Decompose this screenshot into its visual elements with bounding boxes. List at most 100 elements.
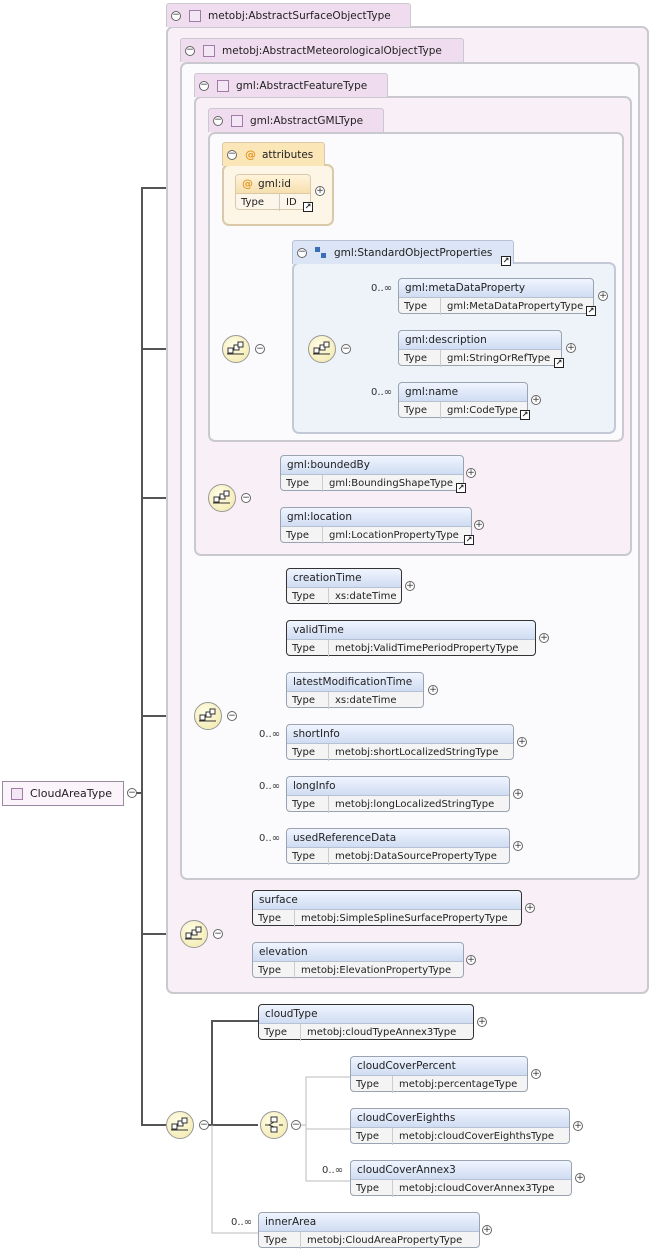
collapse-icon[interactable]: − (297, 247, 307, 258)
element-name: cloudCoverAnnex3 (351, 1161, 571, 1180)
collapse-icon[interactable]: − (171, 10, 181, 21)
collapse-icon[interactable]: − (227, 711, 237, 721)
collapse-icon[interactable]: − (291, 1120, 301, 1130)
expand-icon[interactable]: + (566, 343, 576, 353)
sequence-compositor[interactable] (194, 702, 222, 730)
expand-icon[interactable]: + (513, 789, 523, 799)
tab-standard-object-properties[interactable]: − gml:StandardObjectProperties (292, 240, 514, 264)
cardinality-label: 0..∞ (322, 1165, 344, 1176)
sequence-compositor[interactable] (166, 1111, 194, 1139)
group-title: gml:AbstractFeatureType (236, 79, 368, 92)
expand-icon[interactable]: + (482, 1225, 492, 1235)
expand-icon[interactable]: + (405, 581, 415, 591)
type-link-icon[interactable]: ↗ (554, 358, 564, 368)
collapse-icon[interactable]: − (227, 149, 237, 160)
expand-icon[interactable]: + (525, 903, 535, 913)
collapse-icon[interactable]: − (185, 45, 195, 56)
expand-icon[interactable]: + (598, 291, 608, 301)
element-name: cloudType (259, 1005, 473, 1024)
type-link-icon[interactable]: ↗ (303, 202, 313, 212)
collapse-icon[interactable]: − (255, 344, 265, 354)
element-name: cloudCoverPercent (351, 1057, 527, 1076)
tab-abstract-feature[interactable]: − gml:AbstractFeatureType (194, 73, 388, 97)
type-label: Type (253, 910, 295, 927)
sequence-compositor[interactable] (208, 484, 236, 512)
type-label: Type (281, 527, 323, 544)
expand-icon[interactable]: + (517, 737, 527, 747)
expand-icon[interactable]: + (466, 955, 476, 965)
type-link-icon[interactable]: ↗ (520, 410, 530, 420)
expand-icon[interactable]: + (513, 841, 523, 851)
tab-abstract-meteorological-object[interactable]: −metobj:AbstractMeteorologicalObjectType (180, 38, 464, 62)
element-name: gml:name (399, 383, 527, 402)
element-name: gml:location (281, 508, 471, 527)
type-value: metobj:ValidTimePeriodPropertyType (335, 643, 519, 654)
type-value: metobj:DataSourcePropertyType (335, 851, 497, 862)
type-label: Type (351, 1128, 393, 1145)
type-link-icon[interactable]: ↗ (586, 306, 596, 316)
group-link-icon[interactable]: ↗ (501, 256, 511, 266)
expand-icon[interactable]: + (573, 1121, 583, 1131)
expand-icon[interactable]: + (531, 395, 541, 405)
sequence-compositor[interactable] (308, 335, 336, 363)
attribute-icon: @ (245, 148, 256, 161)
type-link-icon[interactable]: ↗ (464, 535, 474, 545)
collapse-icon[interactable]: − (241, 493, 251, 503)
element-name: longInfo (287, 777, 509, 796)
collapse-icon[interactable]: − (213, 115, 223, 126)
expand-icon[interactable]: + (531, 1069, 541, 1079)
choice-compositor[interactable] (260, 1111, 288, 1139)
collapse-icon[interactable]: − (199, 80, 209, 91)
tab-attributes[interactable]: −@attributes (222, 142, 325, 166)
expand-icon[interactable]: + (575, 1173, 585, 1183)
type-value: gml:StringOrRefType (447, 353, 551, 364)
type-link-icon[interactable]: ↗ (456, 483, 466, 493)
tab-abstract-surface-object[interactable]: − metobj:AbstractSurfaceObjectType (166, 3, 411, 27)
complex-type-icon (189, 9, 201, 22)
expand-icon[interactable]: + (474, 520, 484, 530)
expand-icon[interactable]: + (539, 633, 549, 643)
type-label: Type (399, 298, 441, 315)
expand-icon[interactable]: + (466, 468, 476, 478)
type-value: metobj:cloudCoverEighthsType (399, 1131, 555, 1142)
sequence-compositor[interactable] (180, 920, 208, 948)
expand-icon[interactable]: + (477, 1017, 487, 1027)
expand-icon[interactable]: + (315, 186, 325, 196)
group-title: metobj:AbstractSurfaceObjectType (208, 9, 391, 22)
sequence-compositor[interactable] (222, 335, 250, 363)
element-name: validTime (287, 621, 535, 640)
expand-icon[interactable]: + (428, 685, 438, 695)
group-title: gml:StandardObjectProperties (334, 246, 493, 259)
root-element[interactable]: CloudAreaType (2, 781, 124, 806)
tab-abstract-gml[interactable]: −gml:AbstractGMLType (208, 108, 384, 132)
collapse-icon[interactable]: − (199, 1120, 209, 1130)
collapse-icon[interactable]: − (213, 929, 223, 939)
complex-type-icon (217, 79, 229, 92)
root-name: CloudAreaType (30, 787, 113, 800)
element-name: elevation (253, 943, 463, 962)
collapse-icon[interactable]: − (127, 788, 137, 798)
cardinality-label: 0..∞ (259, 833, 281, 844)
collapse-icon[interactable]: − (341, 344, 351, 354)
type-value: gml:BoundingShapeType (329, 478, 453, 489)
type-value: xs:dateTime (335, 695, 397, 706)
